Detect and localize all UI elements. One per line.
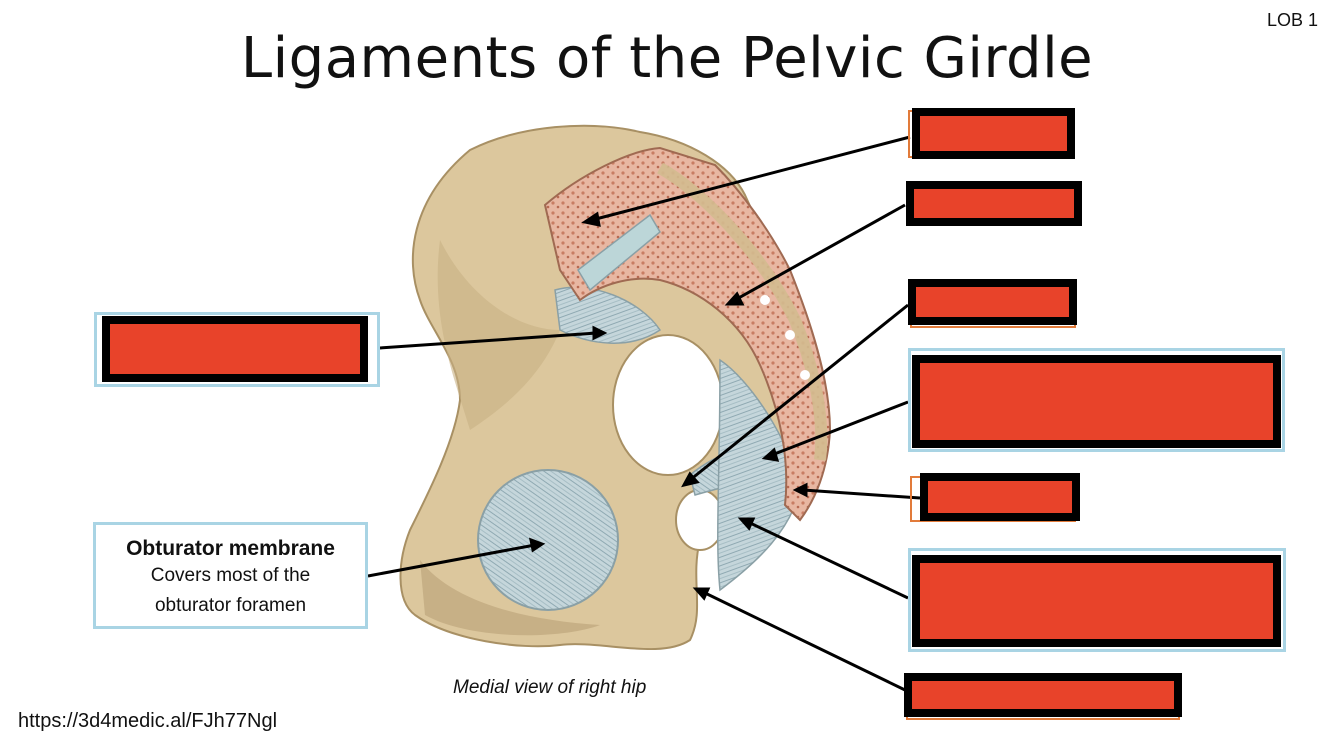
- obturator-membrane-line-2: obturator foramen: [154, 595, 307, 616]
- obturator-membrane-line-1: Covers most of the: [150, 565, 311, 586]
- label-frame-4: [908, 348, 1285, 452]
- obturator-membrane: [477, 469, 619, 611]
- obturator-membrane-title: Obturator membrane: [126, 537, 335, 560]
- label-frame-6: [908, 548, 1286, 652]
- slide-title: Ligaments of the Pelvic Girdle: [240, 26, 1094, 91]
- hidden-label-3[interactable]: [908, 279, 1077, 325]
- figure-caption: Medial view of right hip: [453, 677, 647, 698]
- hidden-label-1[interactable]: [912, 108, 1075, 159]
- label-frame-left: [94, 312, 380, 387]
- source-link[interactable]: https://3d4medic.al/FJh77Ngl: [18, 710, 278, 732]
- hidden-label-4[interactable]: [912, 355, 1281, 448]
- hidden-label-5[interactable]: [920, 473, 1080, 521]
- lesser-sciatic-foramen: [675, 489, 725, 551]
- hidden-label-6[interactable]: [912, 555, 1281, 647]
- lob-label: LOB 1: [1266, 10, 1318, 30]
- hidden-label-left[interactable]: [102, 316, 368, 382]
- greater-sciatic-foramen: [612, 334, 724, 476]
- obturator-membrane-label: Obturator membrane Covers most of the ob…: [93, 522, 368, 629]
- hidden-label-7[interactable]: [904, 673, 1182, 717]
- hidden-label-2[interactable]: [906, 181, 1082, 226]
